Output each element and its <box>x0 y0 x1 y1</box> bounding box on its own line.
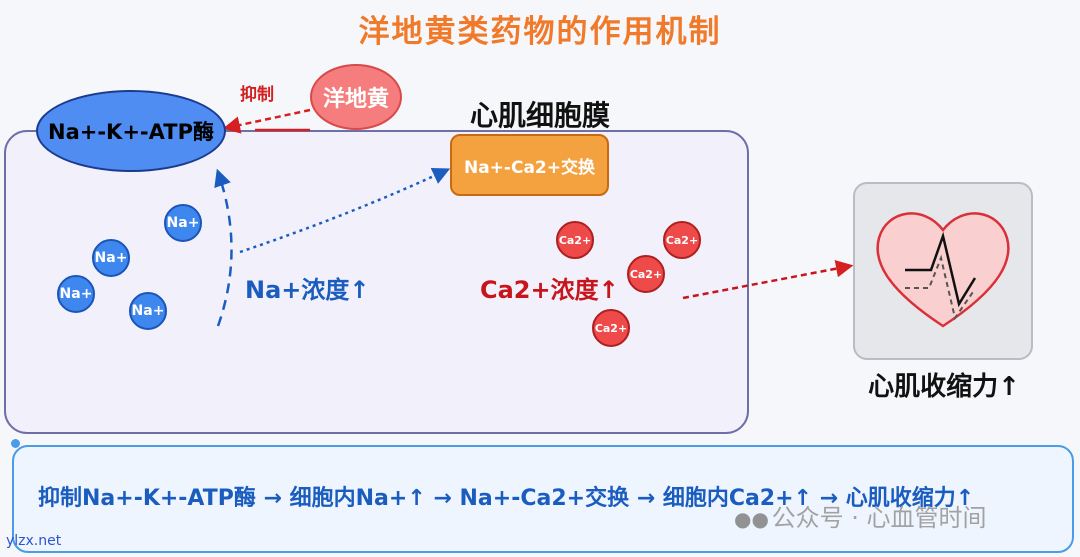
ca-ion: Ca2+ <box>627 255 665 293</box>
ca-concentration-label: Ca2+浓度↑ <box>480 276 619 304</box>
na-ion: Na+ <box>57 275 95 313</box>
ca-ion: Ca2+ <box>663 221 701 259</box>
ca-ion: Ca2+ <box>556 221 594 259</box>
summary-box <box>12 445 1074 553</box>
site-label: ylzx.net <box>6 533 62 549</box>
inhibit-label: 抑制 <box>240 85 274 105</box>
wechat-icon: ●● <box>734 507 769 531</box>
na-upward-arrow <box>214 168 233 327</box>
na-ion: Na+ <box>129 292 167 330</box>
diagram-title: 洋地黄类药物的作用机制 <box>358 14 722 50</box>
ca-to-heart-arrow <box>682 260 854 300</box>
summary-bullet-dot <box>11 439 20 448</box>
inhibition-arrow <box>222 108 311 134</box>
watermark-text: 公众号 · 心血管时间 <box>771 504 987 532</box>
na-k-atpase-pump: Na+-K+-ATP酶 <box>36 90 226 172</box>
na-to-exchanger-arrow <box>239 167 451 254</box>
na-ion: Na+ <box>92 239 130 277</box>
digitalis-bubble: 洋地黄 <box>310 64 402 130</box>
na-ca-exchanger: Na+-Ca2+交换 <box>450 134 609 196</box>
heart-panel <box>853 182 1033 360</box>
heart-icon <box>876 212 1010 328</box>
na-ion: Na+ <box>164 204 202 242</box>
na-concentration-label: Na+浓度↑ <box>245 276 370 304</box>
watermark: ●● 公众号 · 心血管时间 <box>734 498 987 533</box>
summary-text: 抑制Na+-K+-ATP酶 → 细胞内Na+↑ → Na+-Ca2+交换 → 细… <box>38 486 975 511</box>
ca-ion: Ca2+ <box>592 309 630 347</box>
contraction-label: 心肌收缩力↑ <box>868 372 1020 402</box>
membrane-label: 心肌细胞膜 <box>470 99 611 132</box>
